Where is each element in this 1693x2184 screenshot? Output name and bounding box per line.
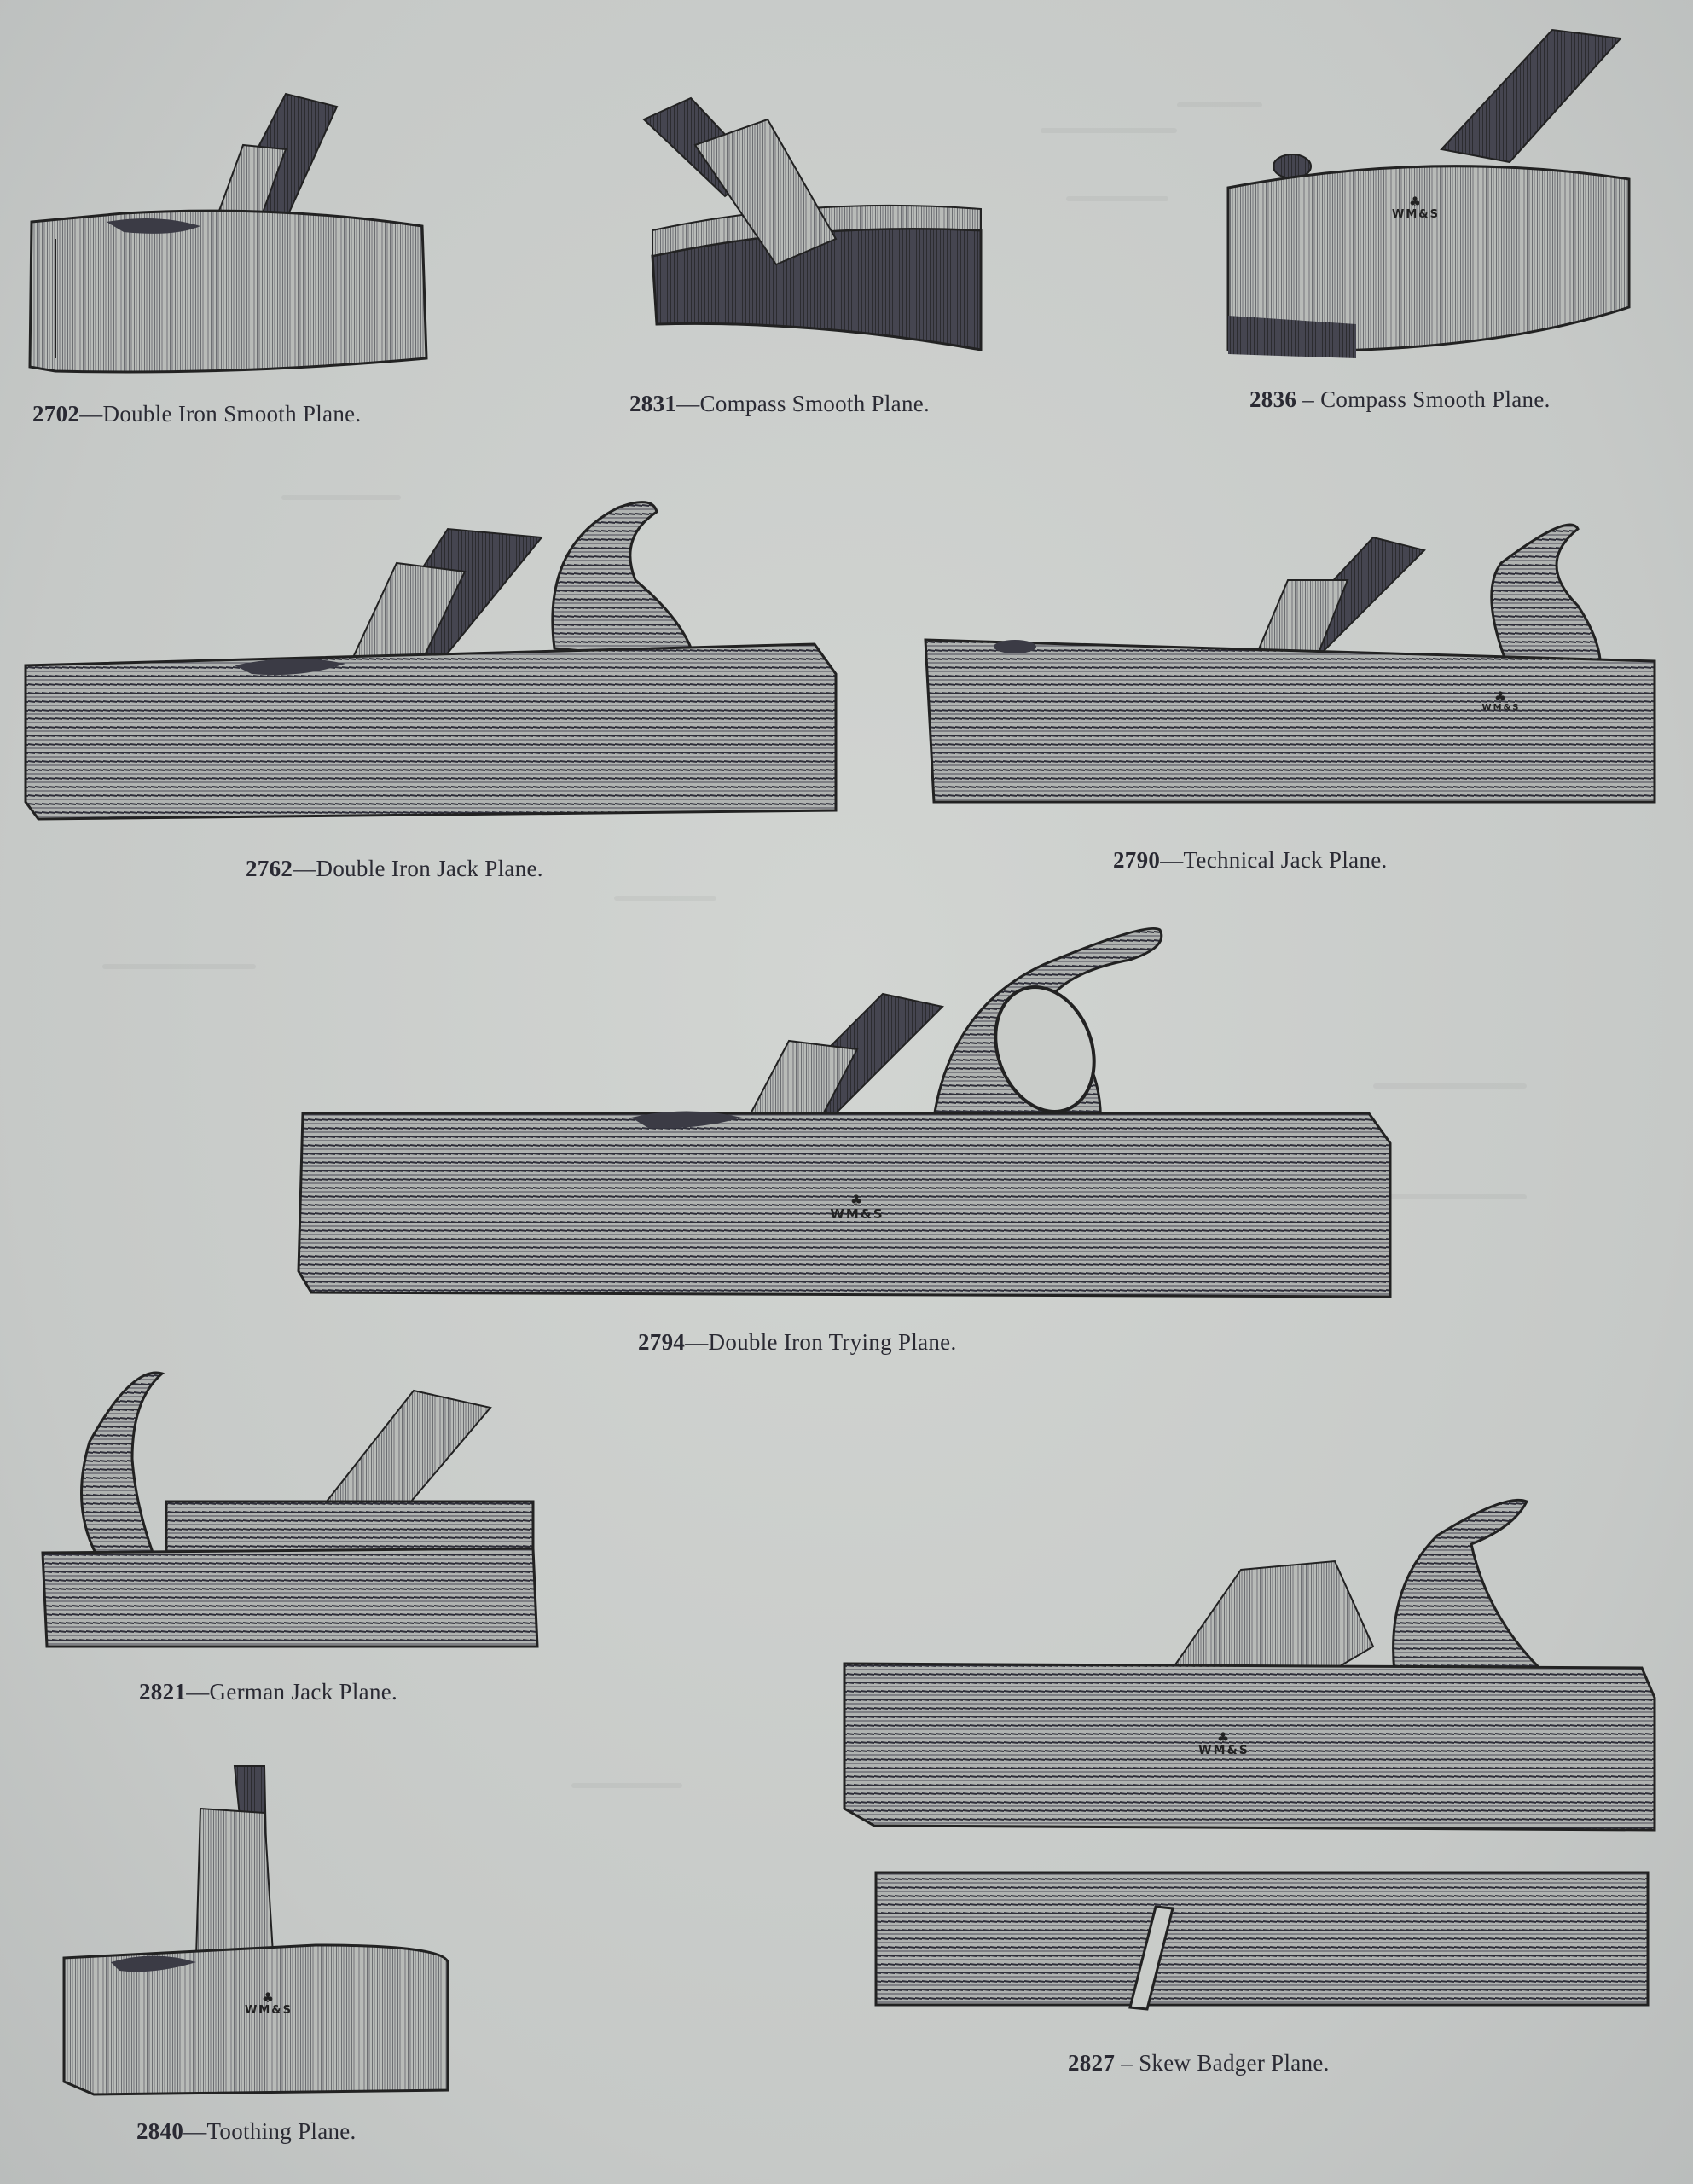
figure-2836: ♣ WM&S [1220,26,1638,375]
caption-2836: 2836 – Compass Smooth Plane. [1249,386,1551,413]
item-name: Toothing Plane. [206,2118,357,2144]
german-jack-plane-icon [41,1371,539,1648]
caption-2702: 2702—Double Iron Smooth Plane. [32,401,362,427]
bleed-through-text [102,964,256,969]
separator: – [1115,2050,1139,2076]
maker-mark: ♣ WM&S [819,1192,896,1223]
compass-plane-icon [1226,28,1631,358]
separator: — [186,1679,210,1705]
jack-plane-icon [24,501,838,821]
bleed-through-text [1066,196,1168,201]
maker-mark: ♣ WM&S [1390,194,1441,222]
item-name: Compass Smooth Plane. [1320,386,1551,412]
item-number: 2821 [139,1679,187,1705]
separator: — [79,401,103,427]
item-number: 2831 [629,391,677,416]
item-name: Double Iron Trying Plane. [708,1329,957,1355]
trying-plane-icon [297,926,1392,1298]
item-name: German Jack Plane. [209,1679,398,1705]
jack-plane-icon [924,523,1656,804]
figure-2790: ♣ WM&S [921,512,1663,810]
separator: — [1160,847,1184,873]
caption-2762: 2762—Double Iron Jack Plane. [246,856,543,882]
separator: — [183,2118,207,2144]
maker-mark: ♣ WM&S [1476,688,1527,713]
caption-2790: 2790—Technical Jack Plane. [1113,847,1388,874]
item-number: 2790 [1113,847,1161,873]
item-name: Double Iron Smooth Plane. [102,401,362,427]
bleed-through-text [614,896,716,901]
separator: — [685,1329,709,1355]
badger-plane-icon [843,1498,1656,2011]
caption-2821: 2821—German Jack Plane. [139,1679,397,1705]
clover-logo-icon: ♣ [1216,1729,1232,1745]
bleed-through-text [1373,1083,1527,1089]
toothing-plane-icon [62,1765,449,2096]
item-name: Compass Smooth Plane. [699,391,931,416]
caption-2840: 2840—Toothing Plane. [136,2118,357,2145]
item-name: Technical Jack Plane. [1183,847,1388,873]
bleed-through-text [1041,128,1177,133]
maker-mark-text: WM&S [1198,1744,1249,1757]
bleed-through-text [1177,102,1262,107]
figure-2827: ♣ WM&S [840,1493,1659,2022]
separator: — [676,391,700,416]
smooth-plane-icon [28,92,428,374]
item-number: 2836 [1249,386,1297,412]
compass-plane-icon [642,96,983,351]
caption-2794: 2794—Double Iron Trying Plane. [638,1329,957,1356]
item-number: 2840 [136,2118,184,2144]
maker-mark-text: WM&S [830,1206,884,1222]
figure-2840: ♣ WM&S [60,1749,452,2099]
figure-2702 [21,85,431,384]
maker-mark: ♣ WM&S [243,1989,294,2018]
separator: — [293,856,316,881]
figure-2762 [21,478,840,828]
clover-logo-icon: ♣ [261,1989,276,2006]
maker-mark-text: WM&S [1392,208,1440,221]
bleed-through-text [281,495,401,500]
figure-2821 [38,1365,542,1655]
item-name: Double Iron Jack Plane. [316,856,543,881]
maker-mark-text: WM&S [1481,703,1521,712]
caption-2831: 2831—Compass Smooth Plane. [629,391,930,417]
item-number: 2827 [1068,2050,1116,2076]
caption-2827: 2827 – Skew Badger Plane. [1068,2050,1330,2077]
item-name: Skew Badger Plane. [1139,2050,1330,2076]
clover-logo-icon: ♣ [849,1192,865,1208]
item-number: 2702 [32,401,80,427]
figure-2831 [640,94,989,367]
clover-logo-icon: ♣ [1493,688,1509,705]
item-number: 2794 [638,1329,686,1355]
clover-logo-icon: ♣ [1408,194,1423,210]
maker-mark-text: WM&S [245,2004,293,2017]
figure-2794: ♣ WM&S [294,913,1394,1305]
bleed-through-text [1382,1194,1527,1199]
item-number: 2762 [246,856,293,881]
separator: – [1296,386,1321,412]
maker-mark: ♣ WM&S [1186,1729,1262,1758]
bleed-through-text [571,1783,682,1788]
